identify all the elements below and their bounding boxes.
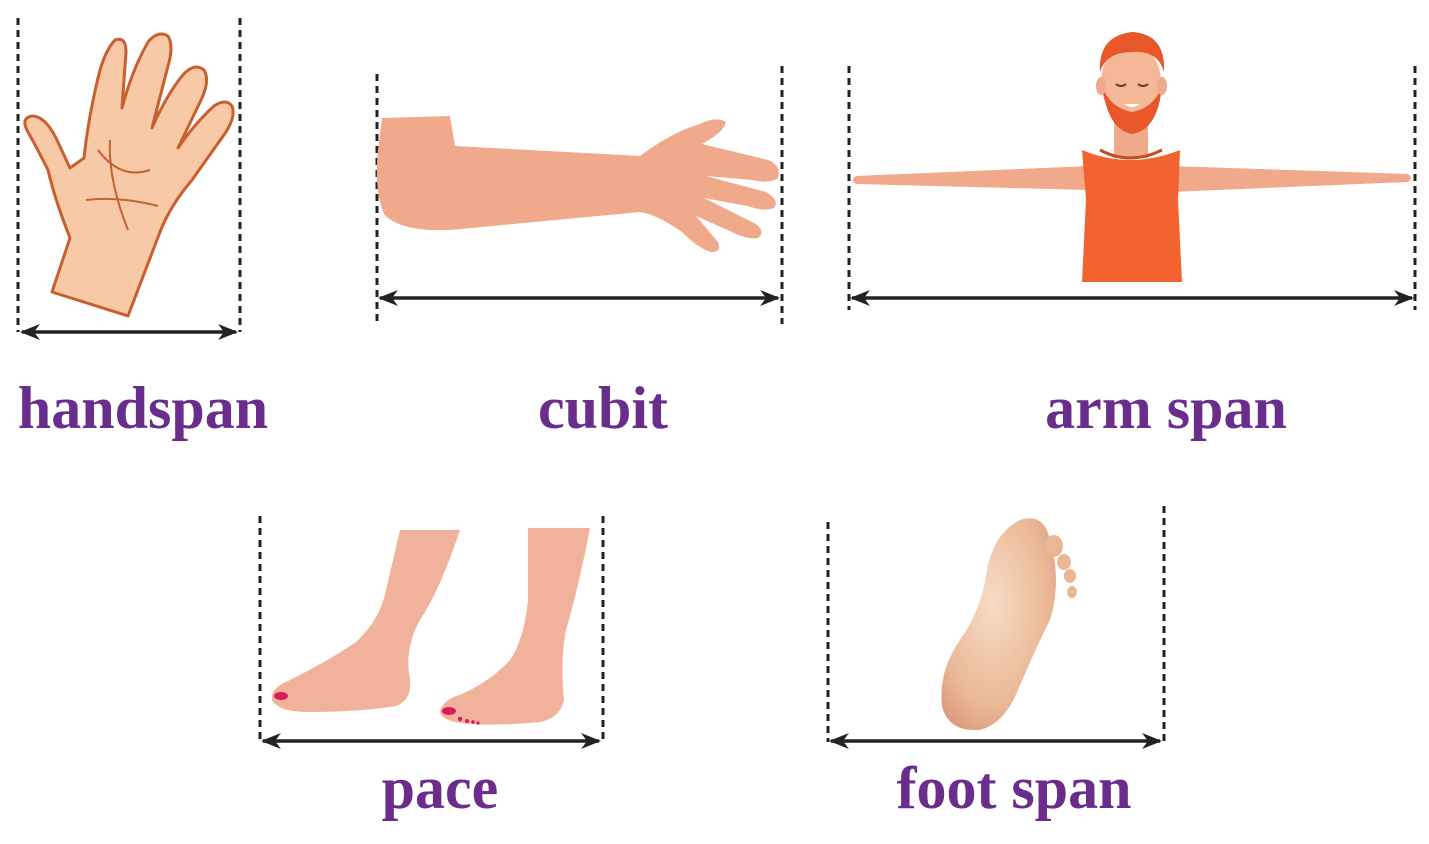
arm-span-figure — [847, 32, 1417, 310]
foot-span-label: foot span — [896, 755, 1132, 821]
forearm-icon — [376, 116, 779, 252]
cubit-label: cubit — [537, 375, 669, 441]
toenail-icon — [274, 692, 480, 725]
open-hand-icon — [23, 32, 235, 318]
pace-figure — [258, 516, 605, 749]
walking-feet-icon — [271, 528, 590, 725]
pace-label: pace — [381, 755, 499, 821]
handspan-label: handspan — [17, 375, 269, 441]
foot-span-figure — [826, 506, 1166, 749]
cubit-figure — [375, 66, 784, 324]
arm-span-label: arm span — [1045, 375, 1287, 441]
handspan-figure — [16, 18, 242, 340]
foot-sole-icon — [941, 518, 1077, 731]
person-outstretched-arms-icon — [853, 32, 1411, 282]
